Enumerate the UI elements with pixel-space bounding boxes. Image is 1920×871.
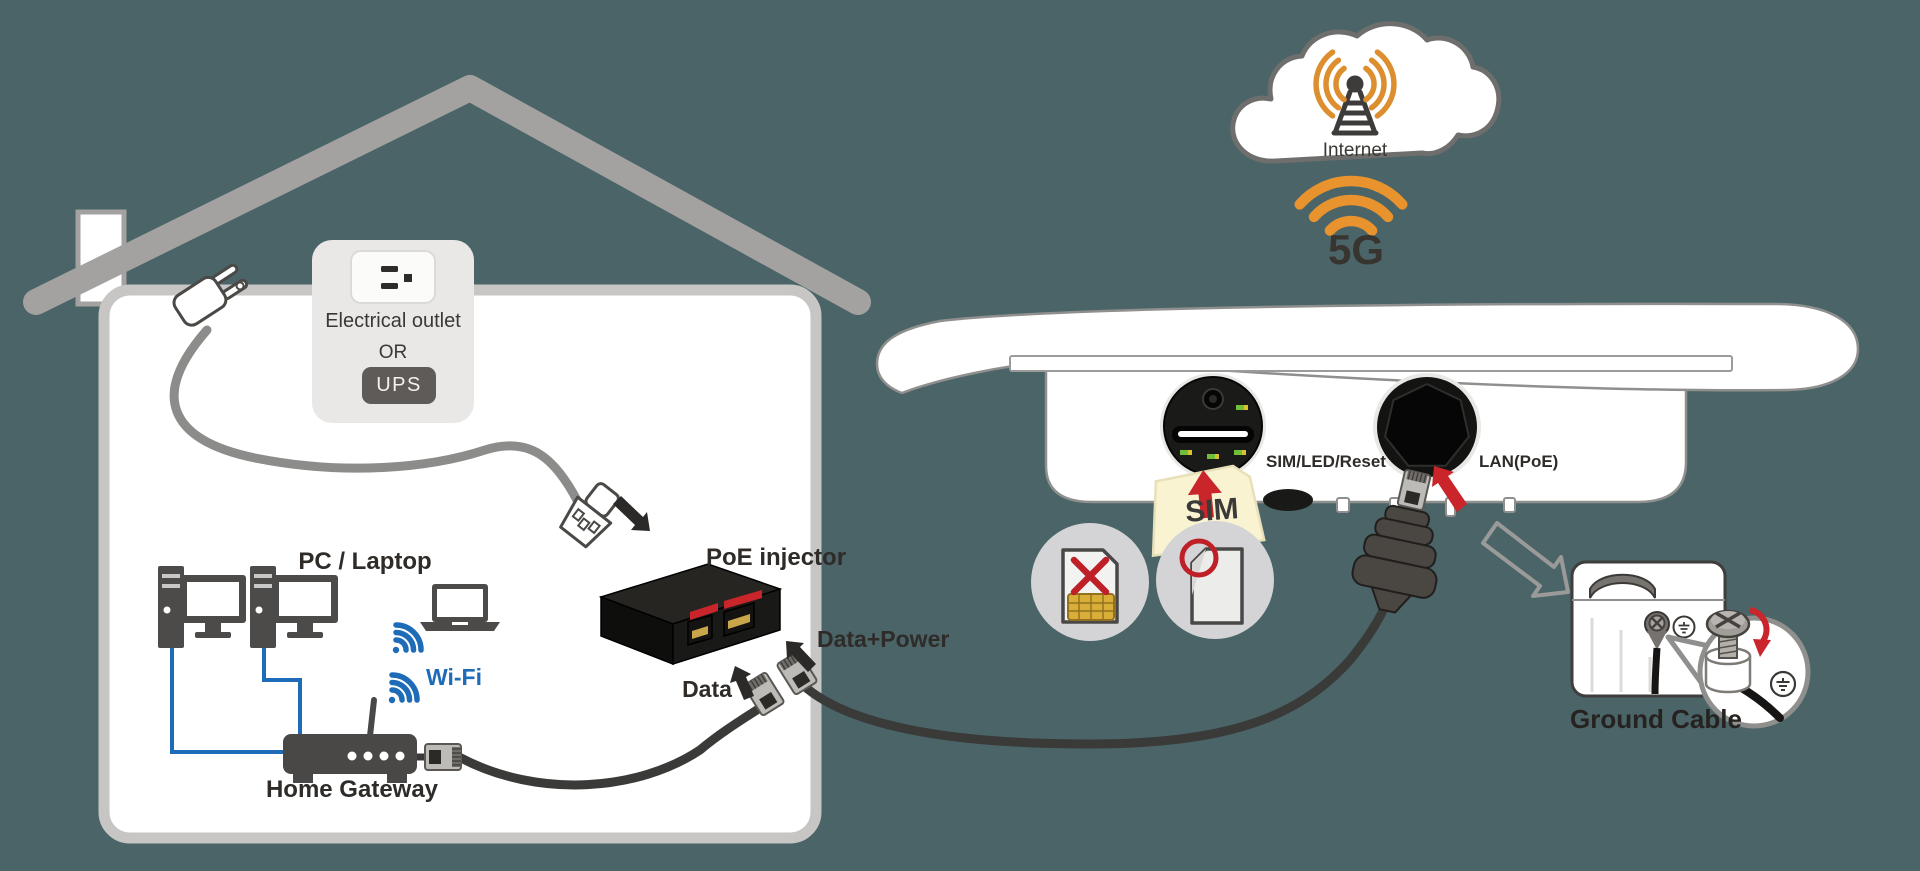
red-x-icon [1070,556,1110,596]
rj45-connector-icon [424,743,462,771]
power-plug-icon [172,263,249,327]
ground-cable-detail [1570,560,1811,729]
5g-signal-icon [1294,175,1408,236]
mount-clamp-icon [1589,573,1656,599]
detail-pointer-arrow-icon [1481,521,1570,598]
lan-poe-port [1373,373,1481,481]
sim-correct-orientation-icon [1156,521,1274,639]
wifi-wave-icon [392,622,424,654]
broadcast-rings-icon [1313,49,1397,119]
lan-insert-arrow-icon [1432,466,1467,512]
electrical-outlet-icon [350,250,436,304]
sim-card-label: SIM [1184,492,1240,529]
desktop-pc-icon [158,566,246,648]
power-cord [169,325,583,507]
plug-to-injector-arrow-icon [613,496,650,531]
wifi-label: Wi-Fi [426,664,482,690]
desktop-pc-icon [250,566,338,648]
sim-slot [1178,431,1248,437]
ground-cable-label: Ground Cable [1570,704,1742,734]
data-power-port-label: Data+Power [817,626,950,652]
poe-injector-icon [598,563,783,666]
poe-injector-label: PoE injector [706,544,847,571]
ground-symbol-icon [1672,615,1696,639]
outdoor-unit [875,302,1860,517]
red-circle-icon [1179,538,1219,578]
pc-laptop-label: PC / Laptop [298,548,432,575]
led-indicators [1180,405,1248,459]
lan-poe-label: LAN(PoE) [1479,452,1559,471]
or-label: OR [378,342,408,363]
internet-cloud-icon [1230,21,1502,164]
sim-wrong-orientation-icon [1031,523,1149,641]
ground-lug-icon [1644,611,1670,695]
ups-label: UPS [376,374,422,396]
sim-led-reset-label: SIM/LED/Reset [1266,452,1386,471]
internet-label: Internet [1322,140,1388,161]
tighten-arrow-icon [1749,607,1771,657]
laptop-icon [420,584,500,631]
antenna-tower-icon [1331,75,1379,136]
ethernet-cable-gateway-to-injector [454,699,771,790]
ground-symbol-icon [1769,670,1797,698]
cable-gland-icon [1351,504,1438,614]
home-gateway-label: Home Gateway [265,776,439,803]
data-power-arrow-icon [786,641,816,672]
ground-screw-icon [1704,609,1784,722]
sim-insert-arrow-icon [1187,470,1222,496]
unit-bottom-plug [1263,489,1313,511]
roof [23,75,871,315]
data-arrow-icon [730,666,754,700]
unit-radome [875,302,1860,395]
electrical-outlet-label: Electrical outlet [325,310,461,332]
ups-badge: UPS [362,367,436,404]
wifi-wave-icon [388,672,420,704]
c13-connector-icon [559,482,620,549]
data-port-label: Data [682,676,732,702]
ethernet-cable-injector-to-unit [799,599,1391,749]
home-gateway-icon [283,697,417,783]
sim-led-reset-port [1160,373,1266,479]
5g-label: 5G [1327,226,1385,273]
unit-seam [1009,355,1733,372]
